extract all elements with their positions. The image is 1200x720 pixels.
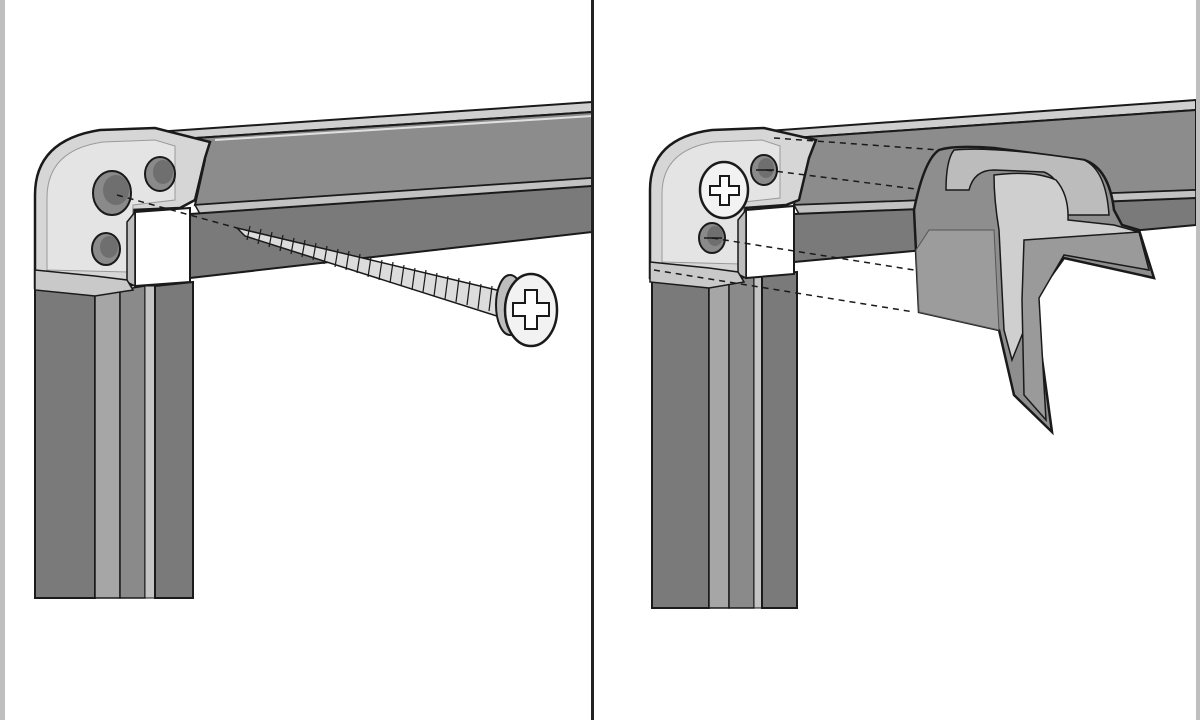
- panel-divider: [591, 0, 594, 720]
- alignment-lines: [653, 137, 940, 313]
- step-1-illustration: [33, 100, 592, 599]
- step-2-illustration: [648, 98, 1196, 609]
- corner-bracket: [33, 126, 212, 297]
- left-post: [651, 270, 798, 609]
- screw-icon: [234, 225, 559, 348]
- top-rail: [152, 100, 592, 280]
- corner-cap-icon: [912, 145, 1156, 436]
- step-2-panel: [594, 0, 1196, 720]
- step-1-panel: [5, 0, 592, 720]
- left-post: [34, 280, 194, 599]
- page-edge-right: [1196, 0, 1200, 720]
- alignment-line: [116, 194, 238, 229]
- page-edge-left: [0, 0, 5, 720]
- corner-bracket: [648, 126, 818, 289]
